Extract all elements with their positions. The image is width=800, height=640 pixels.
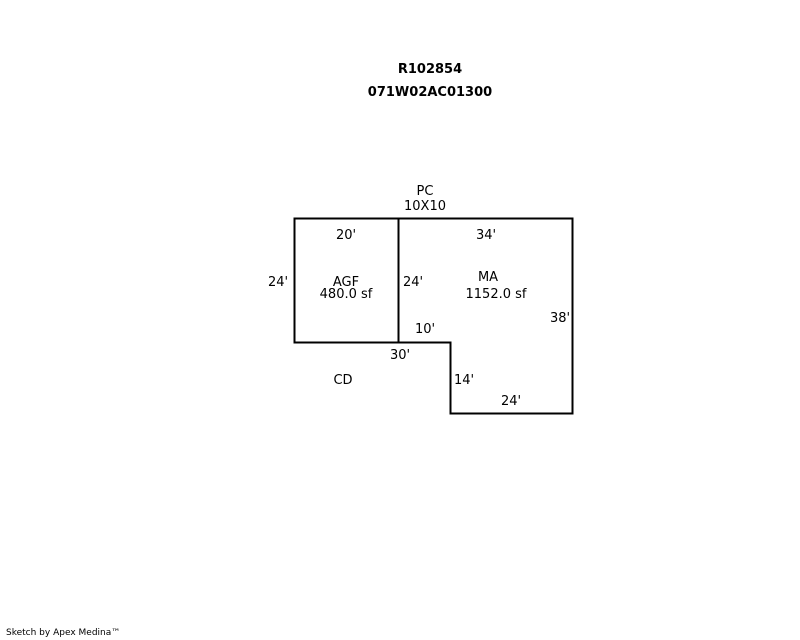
notch-vertical-bottom-dimension: 14' [453, 373, 475, 388]
ma-right-dimension: 38' [549, 311, 571, 326]
ma-outline [397, 217, 574, 415]
ma-label: MA [477, 270, 499, 285]
agf-right-dimension: 24' [402, 275, 424, 290]
map-tax-lot: 071W02AC01300 [367, 85, 493, 100]
sketch-credit: Sketch by Apex Medina™ [6, 628, 121, 638]
notch-horizontal-dimension: 30' [389, 348, 411, 363]
ma-area: 1152.0 sf [465, 287, 527, 302]
agf-label: AGF [332, 275, 360, 290]
ma-bottom-dimension: 24' [500, 394, 522, 409]
notch-vertical-top-dimension: 10' [414, 322, 436, 337]
pc-label: PC [416, 184, 434, 199]
agf-left-dimension: 24' [267, 275, 289, 290]
pc-size: 10X10 [404, 199, 446, 214]
agf-top-dimension: 20' [335, 228, 357, 243]
ma-top-dimension: 34' [475, 228, 497, 243]
agf-area: 480.0 sf [319, 287, 373, 302]
account-id: R102854 [397, 62, 463, 77]
cd-label: CD [333, 373, 353, 388]
